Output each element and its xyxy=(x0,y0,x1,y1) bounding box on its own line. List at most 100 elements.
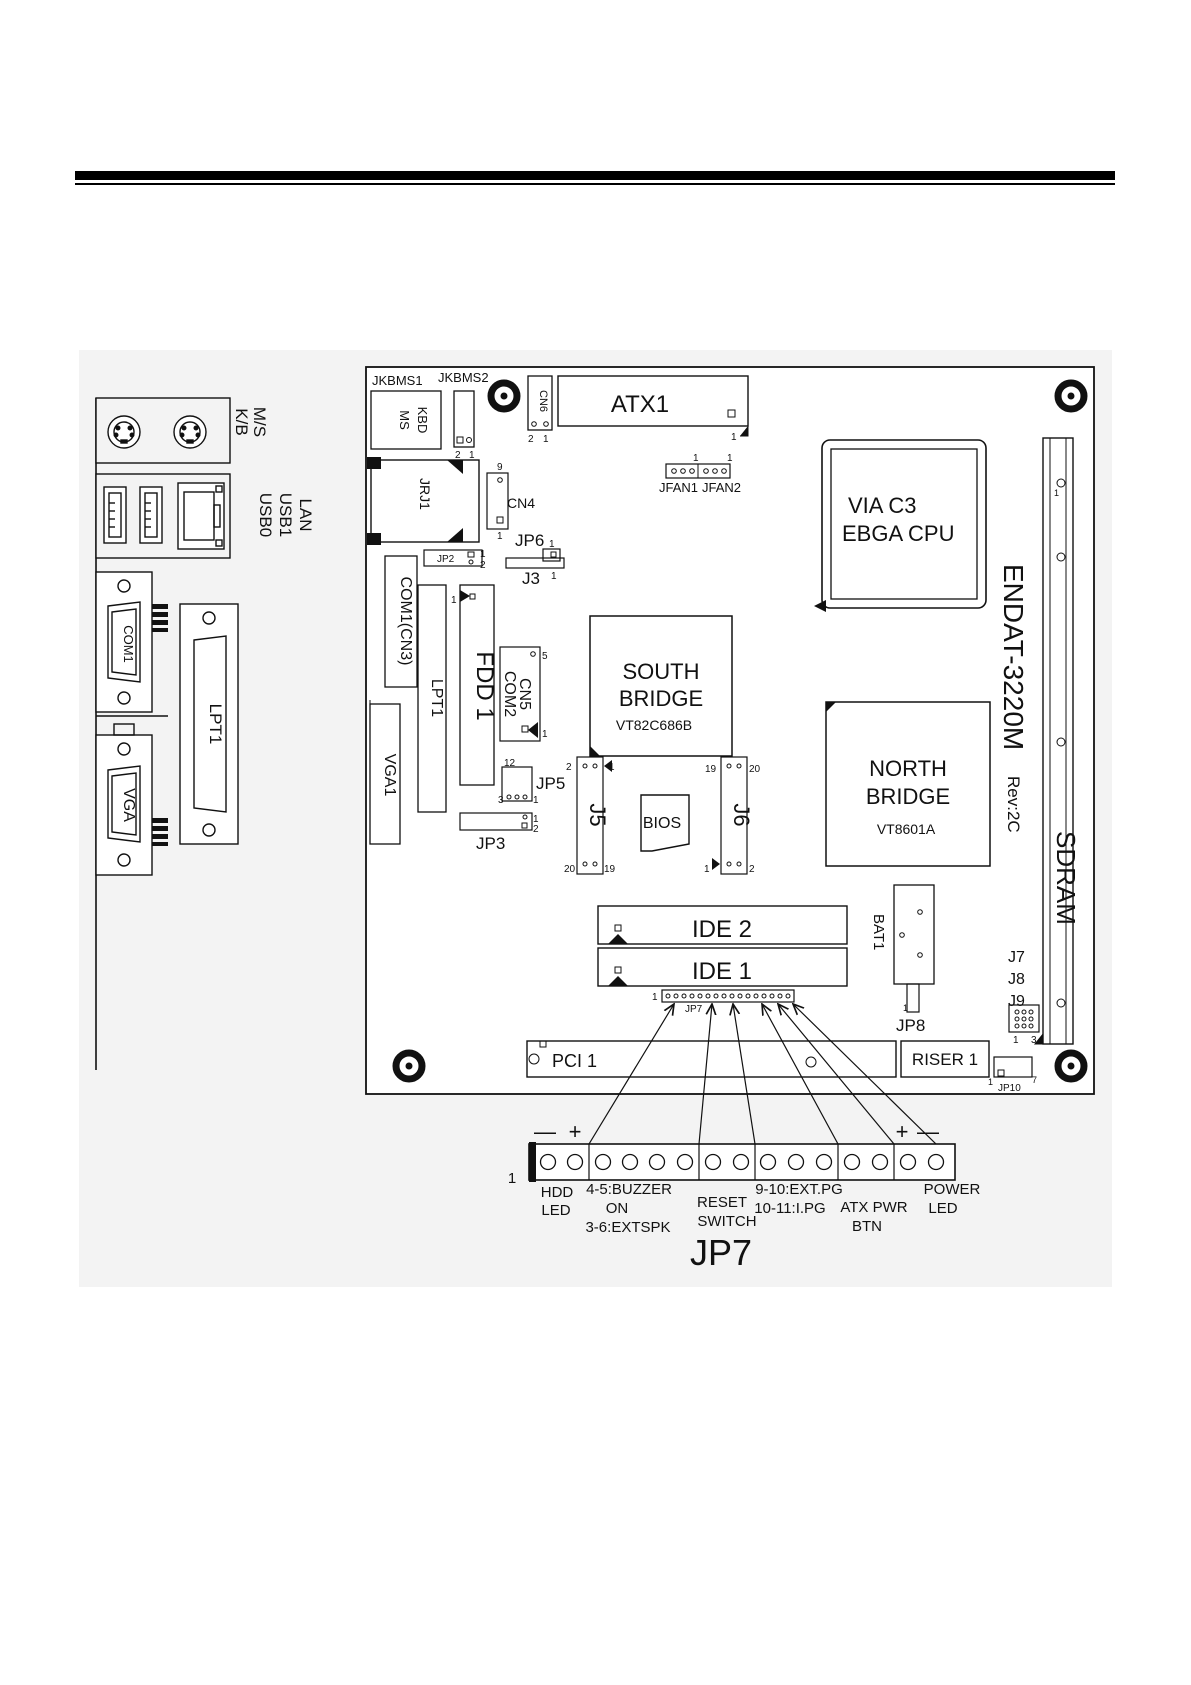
atx1-label: ATX1 xyxy=(611,391,669,418)
sdram-slot xyxy=(1033,437,1074,1045)
atx1-connector xyxy=(557,375,749,427)
cn4-header xyxy=(486,472,509,530)
jfan1-pin1: 1 xyxy=(693,453,699,464)
north-bridge-label-2: BRIDGE xyxy=(866,784,950,809)
jp8-header xyxy=(906,983,920,1013)
extspk-label: 3-6:EXTSPK xyxy=(585,1219,670,1236)
jp5-pin12: 12 xyxy=(504,758,516,769)
ide2-connector xyxy=(597,905,848,945)
jp7-detail-connector xyxy=(528,1142,956,1182)
j5-header xyxy=(576,756,604,875)
jkbms2-header xyxy=(453,390,475,448)
jkbms1-connector xyxy=(370,390,442,450)
j5-pin19: 19 xyxy=(604,864,616,875)
com1-port xyxy=(95,571,153,713)
j7-j9-headers xyxy=(1008,1004,1040,1033)
header-rule-thick xyxy=(75,171,1115,180)
jp7-header-pin1: 1 xyxy=(652,992,658,1003)
atx-pwr-btn-label-1: ATX PWR xyxy=(840,1199,907,1216)
j6-header xyxy=(720,756,748,875)
header-rule-thin xyxy=(75,183,1115,185)
jp5-label: JP5 xyxy=(536,774,565,793)
jp7-header-label: JP7 xyxy=(685,1004,703,1015)
cn5-com2-header xyxy=(499,646,541,742)
jrj1-connector xyxy=(367,457,480,545)
ide1-label: IDE 1 xyxy=(692,958,752,985)
mounting-holes xyxy=(392,379,1088,1083)
j8-label: J8 xyxy=(1008,971,1025,988)
ext-pg-label: 9-10:EXT.PG xyxy=(755,1181,843,1198)
cn6-pin1: 1 xyxy=(543,434,549,445)
i-pg-label: 10-11:I.PG xyxy=(754,1200,825,1217)
fdd1-header xyxy=(459,584,495,786)
vga-port-label: VGA xyxy=(120,788,137,822)
jp2-pin1: 1 xyxy=(480,549,486,560)
ps2-mouse-port xyxy=(107,415,141,449)
hdd-led-minus: — xyxy=(534,1119,556,1144)
com1-connector-hatch xyxy=(152,604,168,632)
jfan2-label: JFAN2 xyxy=(702,480,741,495)
j6-pin19: 19 xyxy=(705,764,717,775)
jp8-label: JP8 xyxy=(896,1016,925,1035)
usb0-label: USB0 xyxy=(256,493,275,537)
cn5-pin1: 1 xyxy=(542,729,548,740)
north-bridge-chip xyxy=(825,701,991,867)
lan-port xyxy=(177,482,225,550)
bios-chip xyxy=(640,794,690,852)
jkbms2-pin1: 1 xyxy=(469,450,475,461)
bios-label: BIOS xyxy=(643,815,681,832)
j5-pin1: 1 xyxy=(609,762,615,773)
jp3-pin1: 1 xyxy=(533,814,539,825)
vga1-header xyxy=(369,703,401,845)
riser1-slot xyxy=(900,1040,990,1078)
bat1-label: BAT1 xyxy=(870,914,887,950)
atx1-pin1: 1 xyxy=(731,432,737,443)
jp3-label: JP3 xyxy=(476,834,505,853)
cn6-pin2: 2 xyxy=(528,434,534,445)
lpt1-port xyxy=(179,603,239,845)
j3-pin1: 1 xyxy=(551,571,557,582)
cn4-pin1: 1 xyxy=(497,531,503,542)
jp5-pin1: 1 xyxy=(533,795,539,806)
board-revision-label: Rev:2C xyxy=(1004,776,1023,833)
south-bridge-chip xyxy=(589,615,733,757)
vga1-label: VGA1 xyxy=(381,754,398,797)
jp10-label: JP10 xyxy=(998,1083,1021,1094)
lan-label: LAN xyxy=(296,498,315,531)
lpt1-header xyxy=(417,584,447,813)
ide1-connector xyxy=(597,947,848,987)
power-led-label-1: POWER xyxy=(924,1181,981,1198)
usb0-port xyxy=(103,486,127,544)
lpt1-header-label: LPT1 xyxy=(428,679,445,717)
j3-label: J3 xyxy=(522,569,540,588)
pci1-label: PCI 1 xyxy=(552,1051,597,1071)
jp3-pin2: 2 xyxy=(533,824,539,835)
fdd1-label: FDD 1 xyxy=(471,651,498,720)
cn6-header xyxy=(527,375,553,431)
south-bridge-model: VT82C686B xyxy=(616,717,692,733)
vga-port xyxy=(95,723,153,876)
pci1-slot xyxy=(526,1040,897,1078)
jp2-pin2: 2 xyxy=(480,560,486,571)
buzzer-label-1: 4-5:BUZZER xyxy=(586,1181,672,1198)
jp7-detail-pin1: 1 xyxy=(508,1170,516,1187)
com2-label: COM2 xyxy=(501,671,518,717)
jkbms2-label: JKBMS2 xyxy=(438,370,489,385)
jp6-header xyxy=(542,548,561,562)
power-led-minus: — xyxy=(917,1119,939,1144)
ps2-keyboard-port xyxy=(173,415,207,449)
riser1-label: RISER 1 xyxy=(912,1050,978,1069)
j6-label: J6 xyxy=(729,803,754,826)
south-bridge-label-2: BRIDGE xyxy=(619,686,703,711)
buzzer-label-2: ON xyxy=(606,1200,629,1217)
lpt1-port-label: LPT1 xyxy=(206,704,225,745)
j5-pin20: 20 xyxy=(564,864,576,875)
jkbms2-pin2: 2 xyxy=(455,450,461,461)
jp10-pin1: 1 xyxy=(988,1077,993,1087)
com1-port-label: COM1 xyxy=(121,625,136,663)
com1-cn3-label: COM1(CN3) xyxy=(397,577,414,666)
jp5-header xyxy=(501,766,533,802)
cpu-label-2: EBGA CPU xyxy=(842,521,954,546)
jp5-pin3: 3 xyxy=(498,795,504,806)
j7-label: J7 xyxy=(1008,949,1025,966)
